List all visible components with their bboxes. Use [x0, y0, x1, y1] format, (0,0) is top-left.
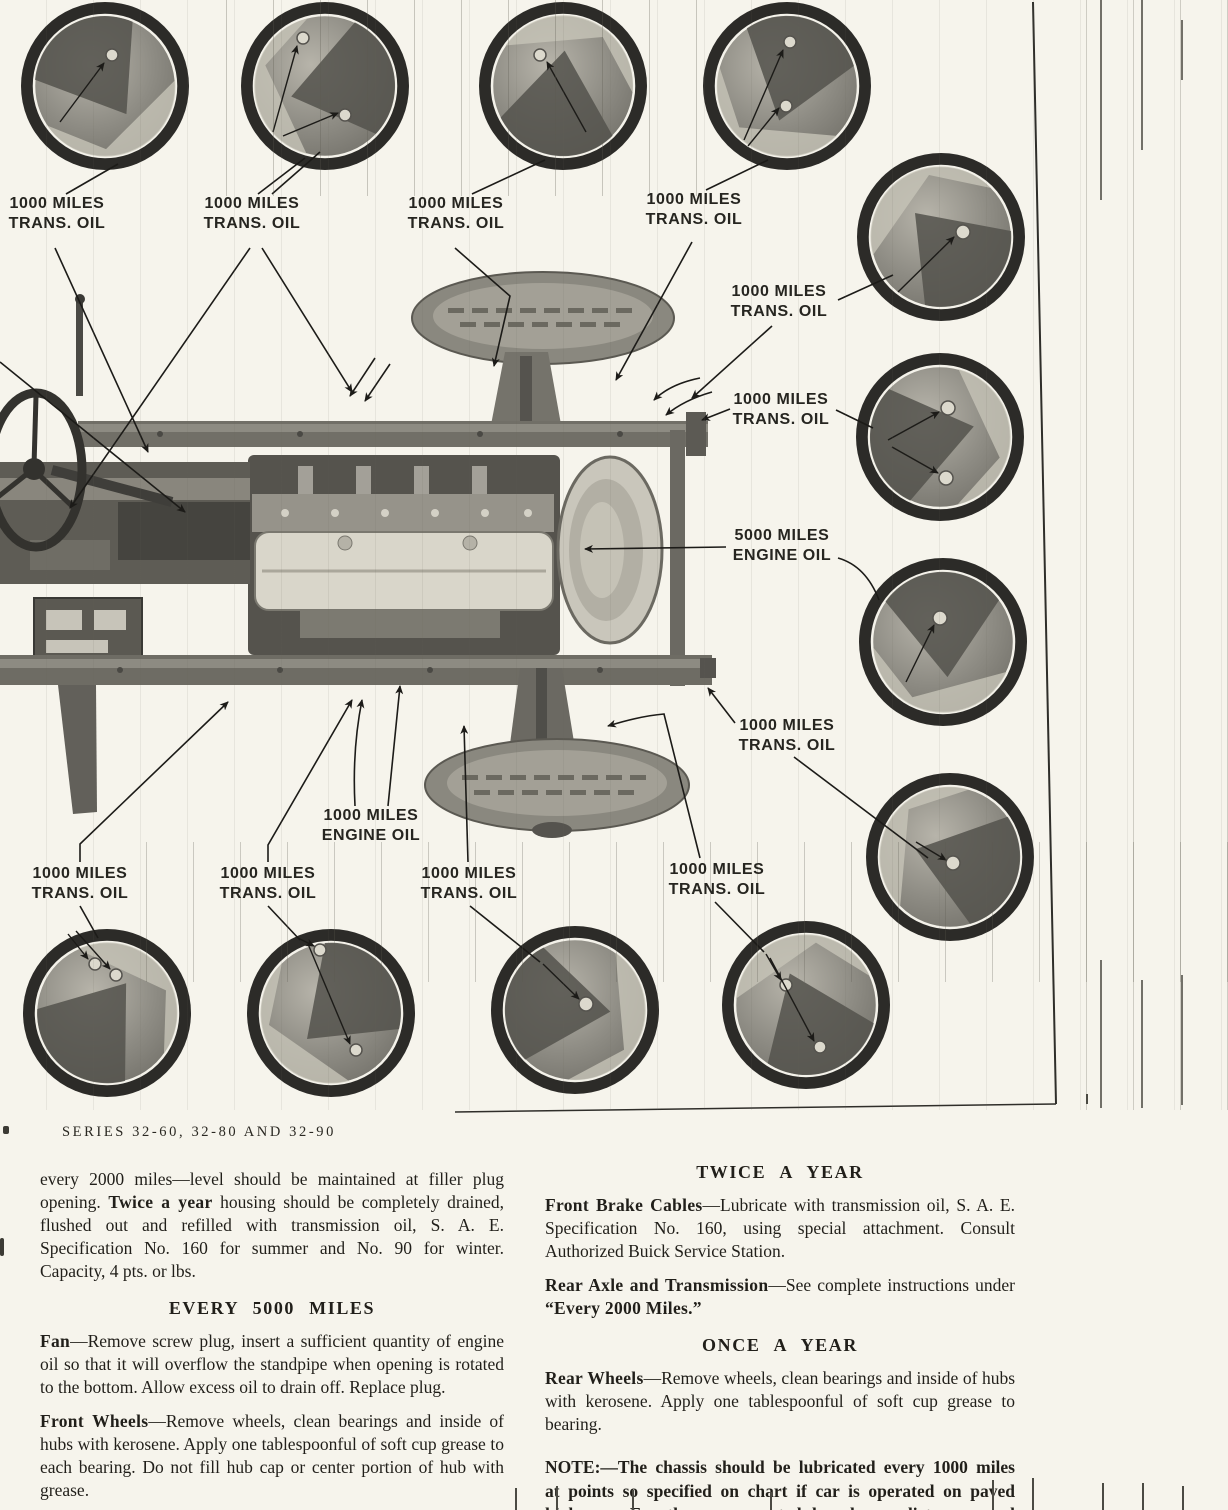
series-line: SERIES 32-60, 32-80 AND 32-90 — [62, 1124, 336, 1140]
fold-tick — [992, 1480, 994, 1510]
fold-tick — [1032, 1478, 1034, 1510]
heading-every-5000-miles: EVERY 5000 MILES — [168, 1298, 376, 1318]
label-chassis-leaders — [0, 241, 773, 863]
scan-line — [1100, 0, 1102, 200]
fold-tick — [632, 1490, 634, 1510]
fold-tick — [556, 1486, 558, 1510]
para-note: NOTE:—The chassis should be lubricated e… — [545, 1457, 1015, 1510]
para-rear-axle-transmission: Rear Axle and Transmission—See complete … — [545, 1275, 1015, 1318]
heading-twice-a-year: TWICE A YEAR — [696, 1162, 864, 1182]
scan-speck — [3, 1126, 9, 1134]
left-column: every 2000 miles—level should be maintai… — [40, 1168, 504, 1510]
para-fan: Fan—Remove screw plug, insert a sufficie… — [40, 1331, 504, 1397]
para-front-brake-cables: Front Brake Cables—Lubricate with transm… — [545, 1195, 1015, 1261]
page-edge-rules — [454, 1, 1057, 1113]
scan-line — [1100, 960, 1102, 1108]
para-rear-wheels: Rear Wheels—Remove wheels, clean bearing… — [545, 1368, 1016, 1434]
fold-tick — [1182, 1486, 1184, 1510]
scan-line — [1141, 980, 1143, 1108]
chassis-artwork — [0, 271, 716, 838]
scan-line — [1181, 20, 1183, 80]
circle-label-links — [65, 151, 929, 963]
right-column: TWICE A YEAR Front Brake Cables—Lubricat… — [545, 1162, 1015, 1510]
para-front-wheels: Front Wheels—Remove wheels, clean bearin… — [40, 1411, 504, 1500]
scan-speck — [0, 1238, 4, 1256]
fold-tick — [1102, 1483, 1104, 1510]
scan-line — [1181, 975, 1183, 1105]
heading-once-a-year: ONCE A YEAR — [702, 1335, 858, 1355]
para-rear-axle-continued: every 2000 miles—level should be maintai… — [40, 1169, 505, 1281]
fold-tick — [515, 1488, 517, 1510]
scan-line — [1141, 0, 1143, 150]
chassis-lubrication-diagram — [0, 0, 1057, 1113]
fold-tick — [770, 1492, 772, 1510]
fold-tick — [1086, 1094, 1088, 1104]
fold-tick — [1142, 1483, 1144, 1510]
inset-arrows — [59, 45, 955, 1045]
